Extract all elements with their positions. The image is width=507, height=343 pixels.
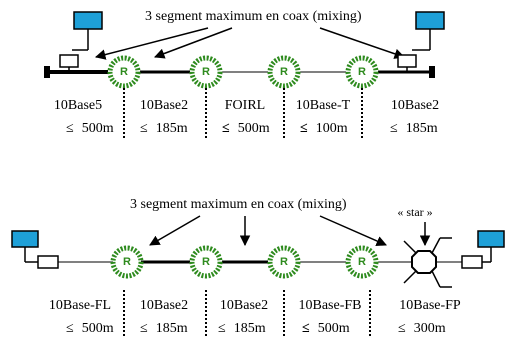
- svg-text:R: R: [280, 256, 288, 268]
- star-hub-icon: [403, 237, 452, 288]
- segment-max: ≤300m: [398, 321, 446, 336]
- segment-name: 10Base2: [140, 98, 188, 113]
- segment-name: 10Base5: [54, 98, 102, 113]
- segment-name: 10Base-FL: [49, 298, 111, 313]
- svg-text:R: R: [123, 256, 131, 268]
- top-left-terminator: [44, 66, 50, 78]
- svg-text:R: R: [202, 66, 210, 78]
- bottom-arrow-3: [319, 215, 387, 247]
- top-right-terminator: [429, 66, 435, 78]
- computer-terminal-icon: [397, 11, 445, 72]
- top-arrow-1: [94, 27, 209, 60]
- segment-max: ≤500m: [302, 321, 350, 336]
- top-diagram: 3 segment maximum en coax (mixing): [44, 9, 445, 140]
- repeater-icon: R: [267, 55, 301, 89]
- bottom-diagram: 3 segment maximum en coax (mixing) « sta…: [11, 197, 505, 338]
- bottom-arrow-1: [149, 215, 201, 246]
- repeater-icon: R: [267, 245, 301, 279]
- segment-name: 10Base-FB: [299, 298, 362, 313]
- segment-max: ≤500m: [222, 121, 270, 136]
- computer-terminal-icon: [11, 230, 59, 269]
- segment-max: ≤100m: [300, 121, 348, 136]
- top-caption: 3 segment maximum en coax (mixing): [145, 9, 362, 24]
- segment-max: ≤185m: [390, 121, 438, 136]
- computer-terminal-icon: [461, 230, 505, 269]
- segment-name: 10Base2: [391, 98, 439, 113]
- repeater-icon: R: [110, 245, 144, 279]
- svg-text:R: R: [280, 66, 288, 78]
- svg-text:R: R: [120, 66, 128, 78]
- segment-max: ≤500m: [66, 321, 114, 336]
- svg-text:R: R: [358, 66, 366, 78]
- top-arrow-2: [154, 27, 233, 59]
- bottom-caption: 3 segment maximum en coax (mixing): [130, 197, 347, 212]
- segment-max: ≤185m: [218, 321, 266, 336]
- repeater-icon: R: [189, 245, 223, 279]
- repeater-icon: R: [345, 55, 379, 89]
- repeater-icon: R: [107, 55, 141, 89]
- segment-name: FOIRL: [225, 98, 265, 113]
- segment-name: 10Base-FP: [399, 298, 461, 313]
- svg-text:R: R: [202, 256, 210, 268]
- repeater-icon: R: [189, 55, 223, 89]
- repeater-icon: R: [345, 245, 379, 279]
- star-label: « star »: [397, 205, 432, 219]
- computer-terminal-icon: [59, 11, 103, 72]
- svg-text:R: R: [358, 256, 366, 268]
- segment-max: ≤185m: [140, 121, 188, 136]
- segment-name: 10Base2: [220, 298, 268, 313]
- segment-name: 10Base-T: [296, 98, 351, 113]
- segment-max: ≤500m: [66, 121, 114, 136]
- segment-name: 10Base2: [140, 298, 188, 313]
- top-arrow-3: [319, 27, 405, 59]
- segment-max: ≤185m: [140, 321, 188, 336]
